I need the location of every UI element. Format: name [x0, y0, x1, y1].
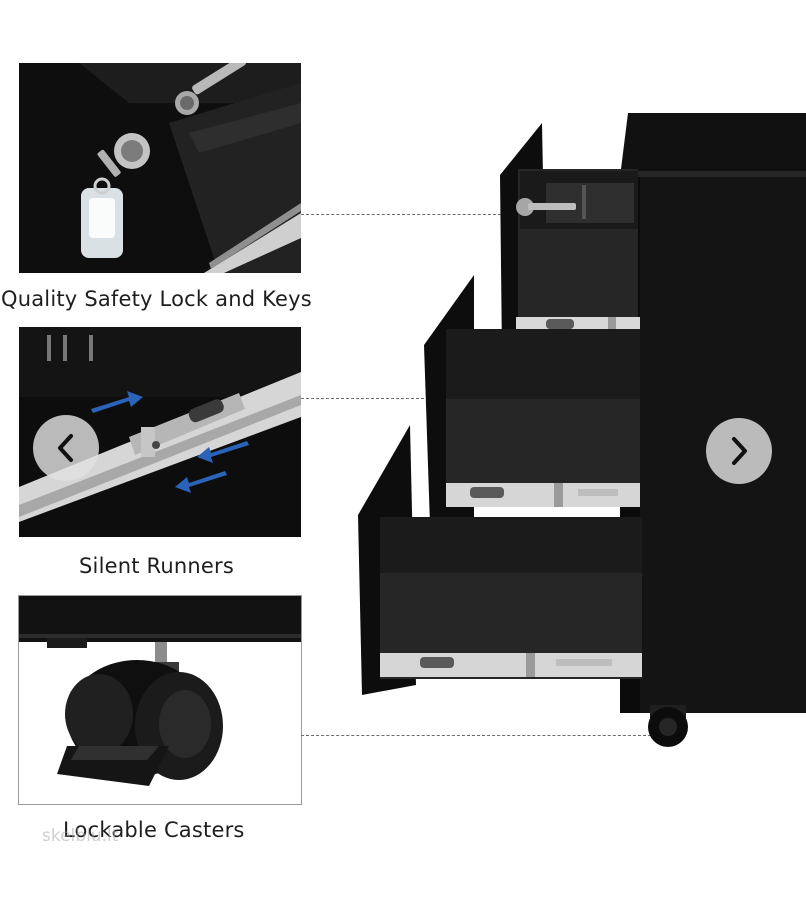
lock-keys-illustration — [19, 63, 301, 273]
feature-caption-casters: Lockable Casters — [63, 818, 245, 842]
lock-keys-image — [19, 63, 301, 273]
callout-line-casters — [301, 735, 651, 736]
casters-image — [18, 595, 302, 805]
runners-image — [19, 327, 301, 537]
watermark-text: skelbiu.lt — [42, 826, 119, 846]
chevron-right-icon — [732, 437, 747, 465]
callout-line-lock — [301, 214, 501, 215]
casters-illustration — [19, 596, 301, 804]
previous-image-button[interactable] — [33, 415, 99, 481]
feature-caption-runners: Silent Runners — [79, 554, 235, 578]
chevron-left-icon — [58, 434, 73, 462]
feature-caption-lock: Quality Safety Lock and Keys — [1, 287, 312, 311]
runners-illustration — [19, 327, 301, 537]
next-image-button[interactable] — [706, 418, 772, 484]
filing-cabinet-image — [358, 113, 806, 747]
callout-line-runners — [301, 398, 539, 399]
